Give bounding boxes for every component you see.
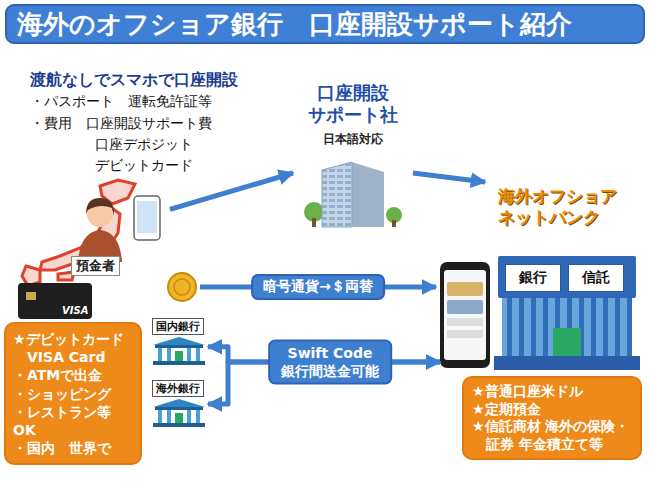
list-note: 口座デポジット (95, 136, 193, 154)
debit-card-icon (18, 283, 92, 319)
crypto-coin (168, 273, 196, 301)
depositor-figure: 預金者 (65, 190, 170, 278)
domestic-bank: 国内銀行 (148, 318, 208, 366)
overseas-bank: 海外銀行 (148, 380, 208, 428)
node-text: 口座開設 サポート社 (304, 82, 401, 125)
node-text: 預金者 (71, 256, 120, 276)
bank-sign-frame (498, 256, 636, 298)
app-card (447, 300, 483, 314)
phone-screen (444, 270, 486, 360)
bank-icon (153, 399, 205, 427)
debit-card-box: ★デビットカード VISA Card・ATMで出金・ショッピング・レストラン等O… (4, 322, 142, 465)
node-text: 海外オフショア ネットバンク (498, 186, 622, 229)
phone-app-icon (440, 262, 490, 368)
smartphone-screen (137, 201, 157, 233)
title-band: 海外のオフショア銀行 口座開設サポート紹介 (5, 4, 645, 44)
building-side (352, 162, 384, 227)
node-text: 国内銀行 (152, 318, 204, 335)
list-note: デビットカード (95, 157, 193, 175)
arrow-label: 暗号通貨→＄両替 (251, 274, 385, 300)
app-row (447, 318, 483, 326)
bank-base (494, 356, 640, 370)
node-text: 銀行 (519, 269, 547, 287)
node-text: 信託 (582, 269, 610, 287)
flow-arrow (170, 173, 293, 209)
node-text: ★普通口座米ドル (472, 383, 632, 401)
edge-label: Swift Code 銀行間送金可能 (268, 340, 392, 385)
bank-columns (502, 298, 632, 358)
building-front (322, 162, 352, 227)
node-text: ・国内 世界で (13, 439, 133, 457)
node-text: ★信託商材 海外の保険・証券 年金積立て等 (472, 418, 632, 453)
node-text: ★定期預金 (472, 401, 632, 419)
list-note: ・パスポート 運転免許証等 (30, 93, 212, 111)
card-brand: VISA (62, 305, 88, 316)
node-text: ★デビットカード VISA Card (13, 330, 133, 366)
japan-map (22, 180, 135, 286)
flow-arrow (413, 173, 485, 182)
node-text: ・ショッピング (13, 385, 133, 403)
tree-trunk (312, 218, 316, 227)
title-text: 海外のオフショア銀行 口座開設サポート紹介 (17, 7, 572, 42)
node-text: 日本語対応 (321, 131, 385, 148)
bank-door (553, 328, 581, 356)
offshore-netbank: 海外オフショア ネットバンク銀行 信託 (440, 182, 645, 372)
person-hair (86, 198, 114, 216)
smartphone-icon (134, 196, 160, 240)
support-company: 口座開設 サポート社日本語対応 (293, 80, 413, 230)
bank-products-box: ★普通口座米ドル★定期預金★信託商材 海外の保険・証券 年金積立て等 (462, 376, 642, 460)
bank-panel: 銀行 (505, 264, 561, 292)
bank-icon (153, 337, 205, 365)
list-note: ・費用 口座開設サポート費 (30, 115, 212, 133)
node-text: ・レストラン等OK (13, 403, 133, 439)
coin-ring (174, 279, 190, 295)
app-row (447, 330, 483, 338)
card-chip (26, 292, 36, 300)
node-text: ・ATMで出金 (13, 366, 133, 384)
trust-panel: 信託 (568, 264, 624, 292)
app-card (447, 282, 483, 296)
tree-trunk (392, 220, 396, 227)
headline-note: 渡航なしでスマホで口座開設 (30, 70, 238, 91)
node-text: 海外銀行 (152, 380, 204, 397)
